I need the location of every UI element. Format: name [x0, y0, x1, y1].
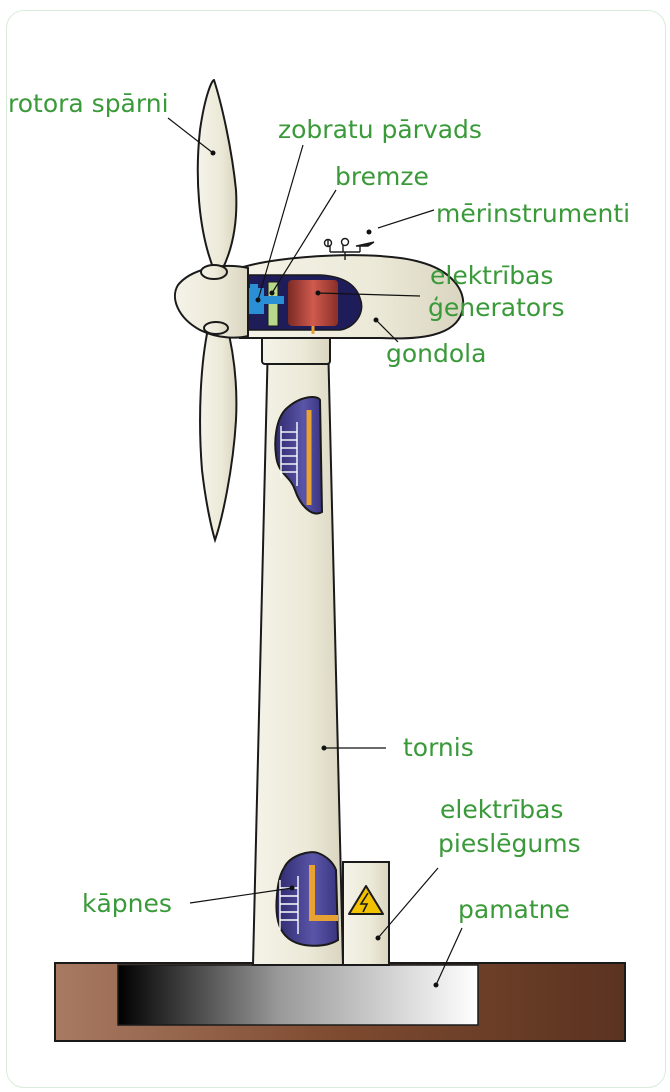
generator-body [288, 280, 338, 326]
electrical-connection-box [343, 862, 389, 965]
blade-root-bottom [204, 322, 228, 334]
tower-top-ring [262, 336, 330, 364]
foundation-block [118, 965, 478, 1025]
label-connection-line2: pieslēgums [438, 829, 581, 858]
label-nacelle: gondola [386, 339, 486, 368]
label-foundation: pamatne [458, 895, 570, 924]
label-brake: bremze [335, 162, 429, 191]
blade-root-top [201, 265, 227, 279]
label-tower: tornis [403, 733, 474, 762]
label-stairs: kāpnes [82, 889, 172, 918]
label-rotor-blades: rotora spārni [8, 89, 169, 118]
label-gearbox: zobratu pārvads [278, 115, 482, 144]
lower-tower-cutaway [276, 852, 338, 946]
label-connection-line1: elektrības [440, 795, 563, 824]
label-generator-line1: elektrības [430, 261, 553, 290]
label-instruments: mērinstrumenti [436, 199, 630, 228]
label-generator-line2: ģenerators [428, 293, 564, 322]
